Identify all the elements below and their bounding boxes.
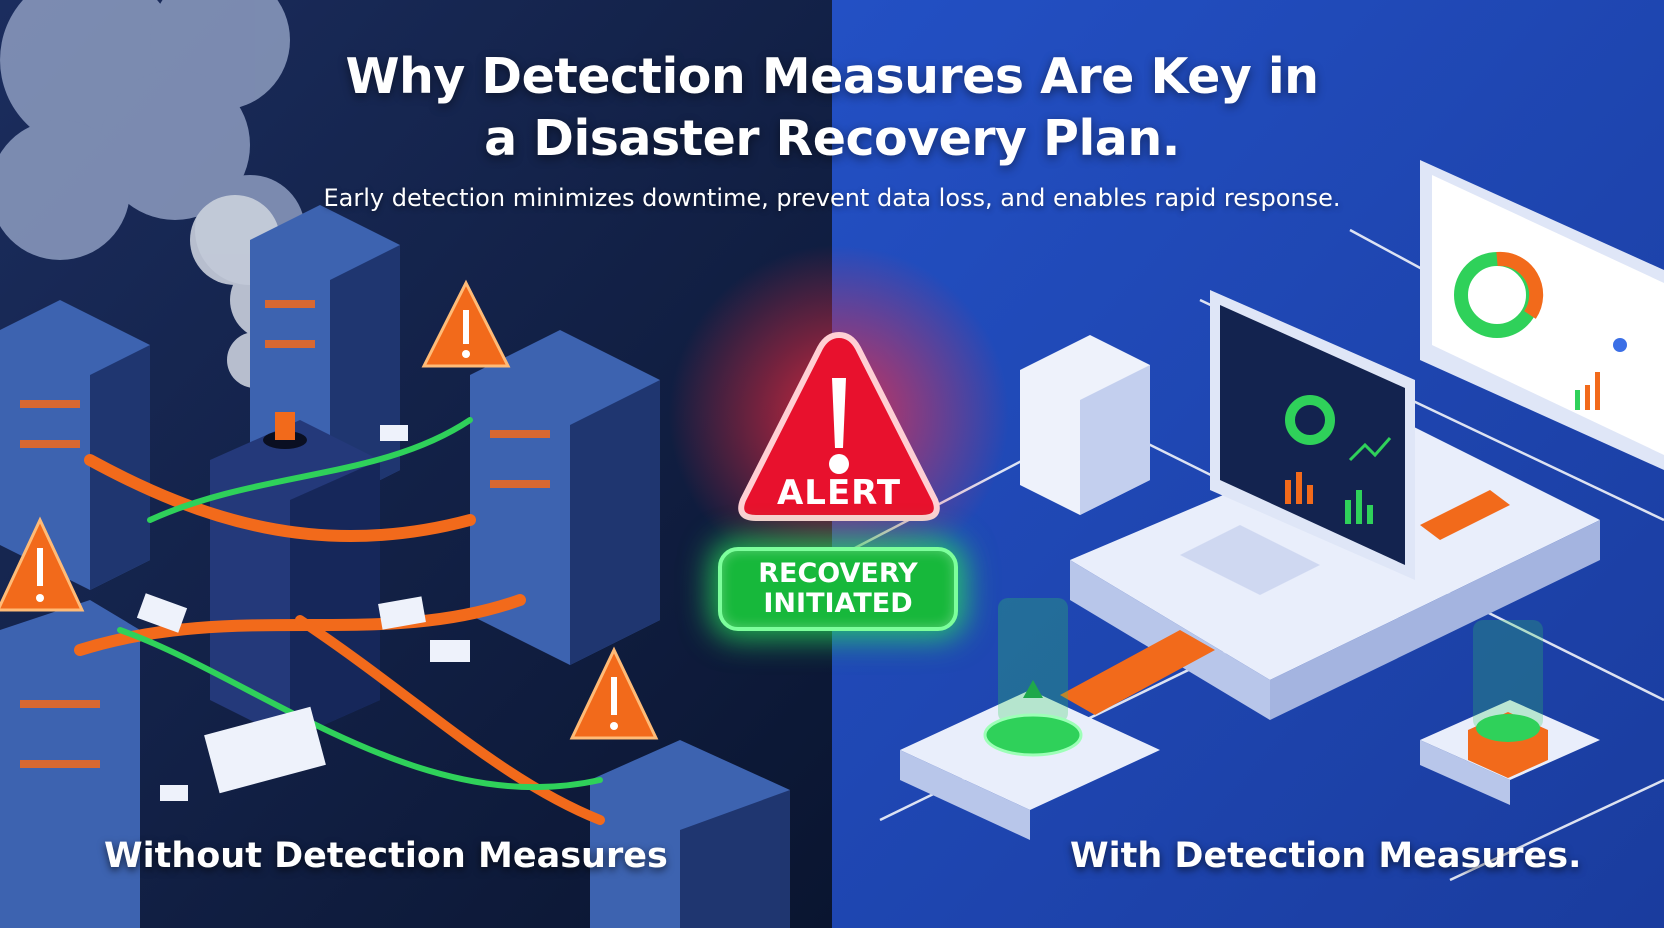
monitor-icon	[1420, 160, 1664, 470]
server-icon	[1020, 335, 1150, 515]
warning-icon	[421, 279, 511, 368]
recovery-initiated-badge: RECOVERY INITIATED	[718, 547, 958, 631]
monitor-icon	[1210, 290, 1415, 580]
page-title: Why Detection Measures Are Key in a Disa…	[345, 48, 1320, 167]
caption-without-detection: Without Detection Measures	[104, 836, 668, 876]
alert-icon	[738, 331, 940, 521]
page-subtitle: Early detection minimizes downtime, prev…	[323, 184, 1341, 212]
caption-with-detection: With Detection Measures.	[1070, 836, 1582, 876]
keyboard-icon	[1180, 525, 1320, 595]
server-icon	[0, 205, 790, 928]
warning-icon	[0, 516, 85, 612]
recovery-label: RECOVERY INITIATED	[758, 558, 918, 619]
warning-icon	[569, 646, 659, 740]
alert-label: ALERT	[776, 473, 902, 513]
